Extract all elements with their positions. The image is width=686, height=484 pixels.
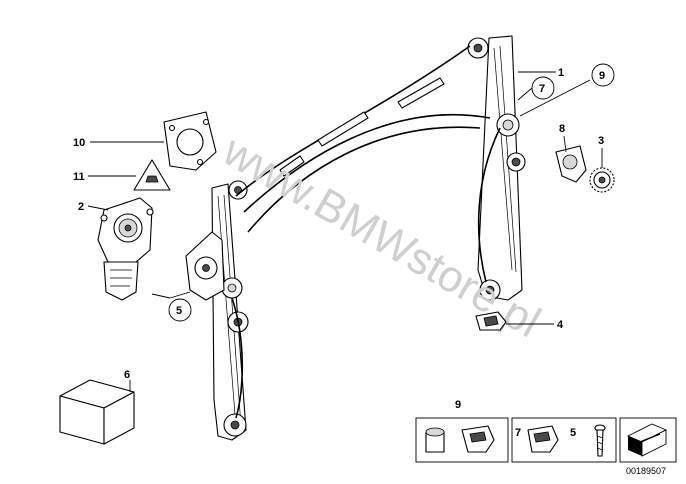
callout-5-circle bbox=[168, 298, 192, 322]
callout-10: 10 bbox=[73, 137, 85, 149]
legend-7-label: 7 bbox=[515, 427, 521, 439]
leader-lines bbox=[87, 71, 603, 392]
legend-9-label: 9 bbox=[455, 399, 461, 411]
callout-11: 11 bbox=[73, 171, 85, 183]
callout-4: 4 bbox=[557, 319, 564, 331]
callout-9-circle bbox=[591, 63, 615, 87]
grease-box[interactable] bbox=[59, 379, 135, 445]
callout-7: 7 bbox=[539, 83, 545, 95]
callout-5: 5 bbox=[176, 305, 182, 317]
legend-5-label: 5 bbox=[570, 427, 576, 439]
legend-box-9: 9 bbox=[415, 399, 509, 463]
callout-3: 3 bbox=[598, 135, 604, 147]
callout-labels: 1 7 9 8 3 4 10 11 2 5 6 bbox=[73, 63, 615, 381]
clip-part[interactable] bbox=[475, 311, 507, 331]
gear-wheel[interactable] bbox=[589, 167, 615, 193]
callout-7-circle bbox=[531, 76, 555, 100]
warning-label[interactable] bbox=[133, 159, 171, 191]
gasket-plate[interactable] bbox=[163, 111, 217, 171]
bushing-plate[interactable] bbox=[555, 145, 587, 183]
window-motor[interactable] bbox=[97, 197, 154, 301]
callout-9: 9 bbox=[599, 70, 605, 82]
window-regulator-frame[interactable] bbox=[211, 35, 526, 441]
doc-id: 00189507 bbox=[626, 466, 666, 476]
callout-1: 1 bbox=[558, 67, 564, 79]
legend-box-7-5: 7 5 bbox=[511, 417, 617, 463]
callout-2: 2 bbox=[78, 201, 84, 213]
callout-6: 6 bbox=[124, 369, 130, 381]
doc-badge: 00189507 bbox=[619, 417, 677, 476]
callout-8: 8 bbox=[559, 123, 565, 135]
motor-bracket[interactable] bbox=[185, 231, 225, 301]
